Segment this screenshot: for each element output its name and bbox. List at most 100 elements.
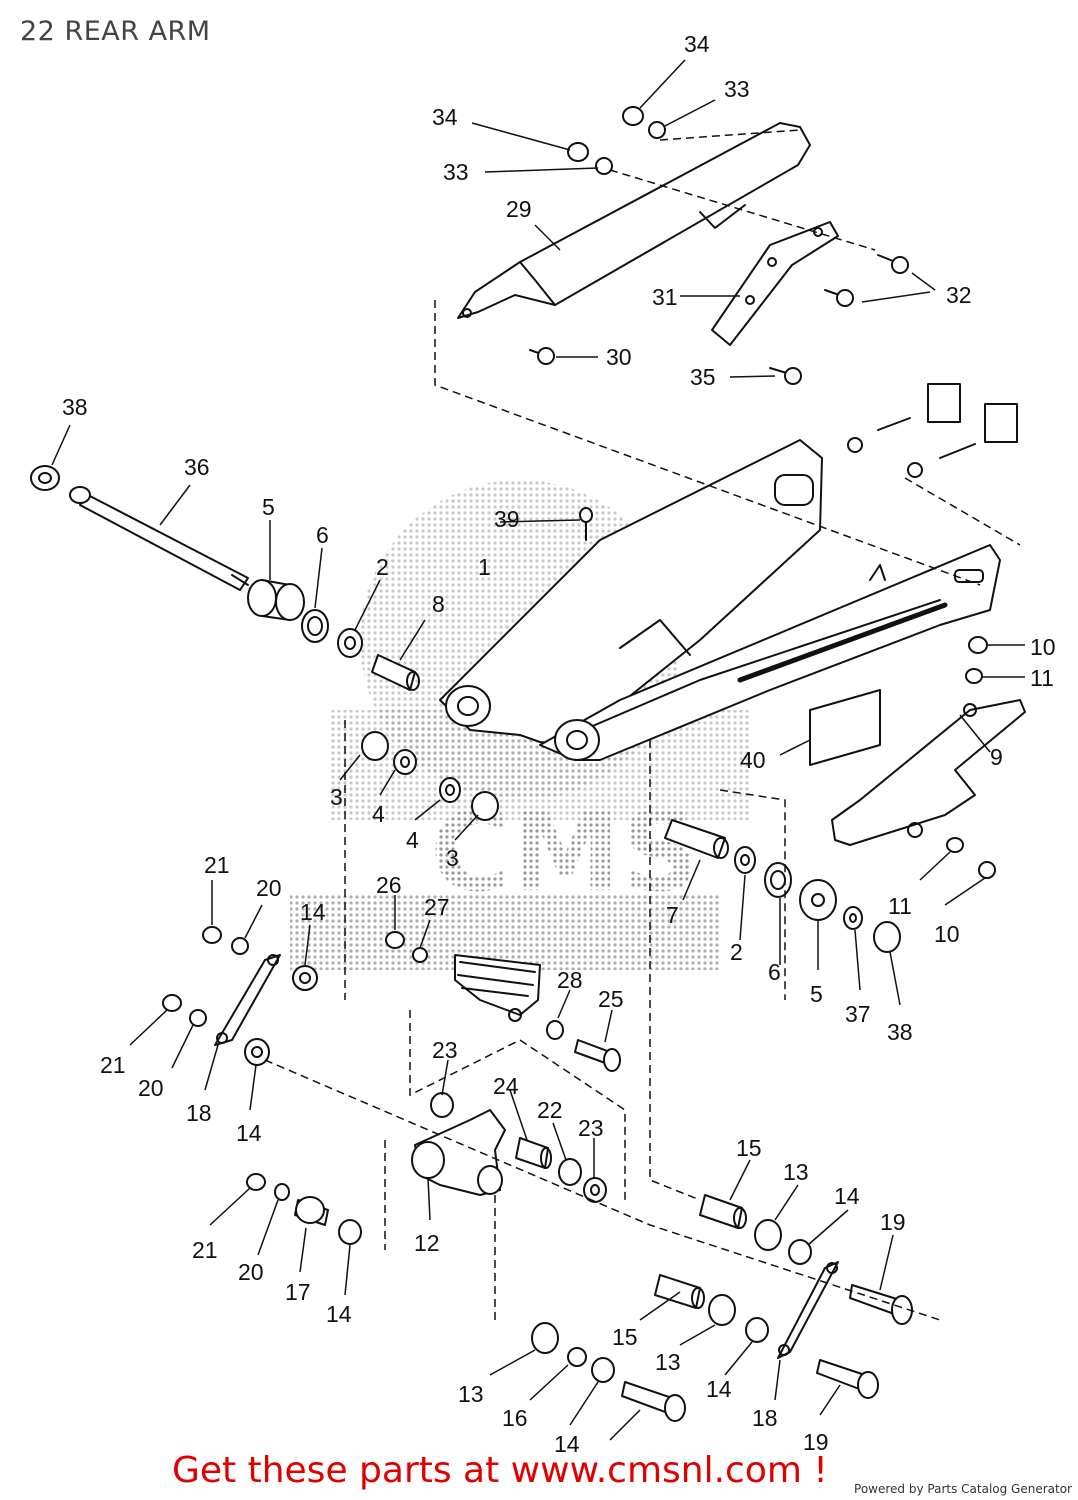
bolt-39	[579, 507, 593, 541]
bearing-23-upper	[430, 1092, 454, 1118]
callout-27: 27	[424, 894, 450, 920]
label-plate-40	[809, 689, 881, 766]
callout-37: 37	[845, 1001, 871, 1027]
callout-14-upper: 14	[300, 899, 326, 925]
callout-7: 7	[666, 902, 679, 928]
callout-18-upper: 18	[186, 1100, 212, 1126]
nut-21-upper	[202, 926, 222, 944]
bearing-13-lower	[531, 1322, 559, 1354]
callout-33-top: 33	[724, 76, 750, 102]
chain-guard-bracket	[711, 221, 839, 346]
callout-5-left: 5	[262, 494, 275, 520]
callout-13-lower: 13	[458, 1381, 484, 1407]
callout-19-right: 19	[803, 1429, 829, 1455]
callout-22: 22	[537, 1097, 563, 1123]
bearing-14-lower-left	[338, 1219, 362, 1245]
callout-3-right: 3	[446, 845, 459, 871]
bearing-14-right	[788, 1239, 812, 1265]
callout-14-lower-left: 14	[326, 1301, 352, 1327]
callout-20-upper: 20	[256, 875, 282, 901]
callout-33: 33	[443, 159, 469, 185]
callout-34: 34	[432, 104, 458, 130]
callout-34-top: 34	[684, 31, 710, 57]
callout-23-upper: 23	[432, 1037, 458, 1063]
bolt-19-right	[816, 1359, 879, 1399]
callout-20-mid: 20	[138, 1075, 164, 1101]
bearing-14-mid-right	[745, 1317, 769, 1343]
callout-2-left: 2	[376, 554, 389, 580]
callout-40: 40	[740, 747, 766, 773]
callout-31: 31	[652, 284, 678, 310]
collar-15-upper	[699, 1194, 747, 1229]
callout-14-bottom: 14	[554, 1431, 580, 1457]
collar-15-lower	[654, 1274, 705, 1309]
callout-21-upper: 21	[204, 852, 230, 878]
callout-21-mid: 21	[100, 1052, 126, 1078]
right-collar	[799, 879, 837, 921]
adjuster-bolt-upper	[847, 383, 961, 453]
bearing-23-lower	[583, 1177, 607, 1203]
connecting-rod-lower	[777, 1261, 839, 1359]
callout-14-right: 14	[834, 1183, 860, 1209]
callout-35: 35	[690, 364, 716, 390]
callout-12: 12	[414, 1230, 440, 1256]
callout-5-right: 5	[810, 981, 823, 1007]
pivot-nut	[30, 465, 60, 491]
bolt-10-upper	[968, 636, 988, 654]
bearing-14-bottom	[591, 1357, 615, 1383]
callout-15-lower: 15	[612, 1324, 638, 1350]
connecting-rod-upper	[214, 954, 281, 1046]
callout-32: 32	[946, 282, 972, 308]
right-nut	[873, 921, 901, 953]
bolt-35	[769, 367, 802, 385]
callout-14-mid-right: 14	[706, 1376, 732, 1402]
washer	[843, 906, 863, 930]
washer-20-upper	[231, 937, 249, 955]
washer-20-mid	[189, 1009, 207, 1027]
callout-36: 36	[184, 454, 210, 480]
bearing-3a	[361, 731, 389, 761]
pivot-spacer	[371, 654, 420, 691]
washer-26	[385, 931, 405, 949]
callout-30: 30	[606, 344, 632, 370]
callout-3-left: 3	[330, 784, 343, 810]
bearing-13-upper	[754, 1219, 782, 1251]
washer-27	[412, 947, 428, 963]
bearing-4a	[393, 749, 417, 775]
callout-16: 16	[502, 1405, 528, 1431]
callout-1: 1	[478, 554, 491, 580]
bolt-19-lower	[621, 1381, 686, 1422]
callout-25: 25	[598, 986, 624, 1012]
callout-13-mid: 13	[655, 1349, 681, 1375]
washer-20-lower	[274, 1183, 290, 1201]
bolt-10-lower	[978, 861, 996, 879]
get-parts-link[interactable]: Get these parts at www.cmsnl.com !	[172, 1450, 828, 1491]
callout-26: 26	[376, 872, 402, 898]
callout-38-left: 38	[62, 394, 88, 420]
callout-4-right: 4	[406, 827, 419, 853]
bearing-3b	[471, 791, 499, 821]
bearing-4b	[439, 777, 461, 803]
bolt-19-upper	[849, 1284, 913, 1325]
adjuster-bolt-lower	[907, 403, 1018, 478]
callout-18-lower: 18	[752, 1405, 778, 1431]
relay-arm	[411, 1109, 506, 1196]
callout-10-upper: 10	[1030, 634, 1056, 660]
swing-arm	[439, 439, 1001, 761]
callout-10-lower: 10	[934, 921, 960, 947]
nut-34-top	[622, 106, 644, 126]
callout-4-left: 4	[372, 801, 385, 827]
page-title: 22 REAR ARM	[20, 16, 211, 47]
bolt-32a	[877, 254, 909, 274]
pivot-shaft	[69, 486, 249, 591]
left-bearing	[337, 628, 363, 658]
washer-11-upper	[965, 668, 983, 684]
callout-39: 39	[494, 506, 520, 532]
callout-13-upper: 13	[783, 1159, 809, 1185]
right-spacer	[664, 819, 729, 859]
callout-17: 17	[285, 1279, 311, 1305]
left-collar	[247, 579, 305, 621]
collar-17	[294, 1196, 329, 1226]
powered-by-text: Powered by Parts Catalog Generator	[854, 1482, 1072, 1496]
chain-guard	[457, 122, 811, 319]
